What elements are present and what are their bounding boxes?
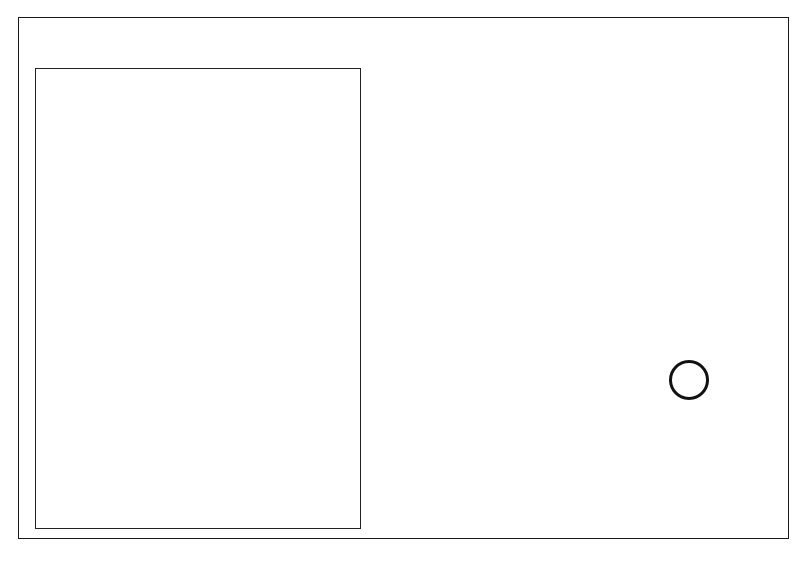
instructions-panel: [35, 68, 361, 529]
ul-certification-mark: [637, 358, 737, 404]
page-border: [18, 17, 789, 539]
ul-circle-icon: [669, 360, 709, 400]
ul-logo: [637, 358, 737, 400]
